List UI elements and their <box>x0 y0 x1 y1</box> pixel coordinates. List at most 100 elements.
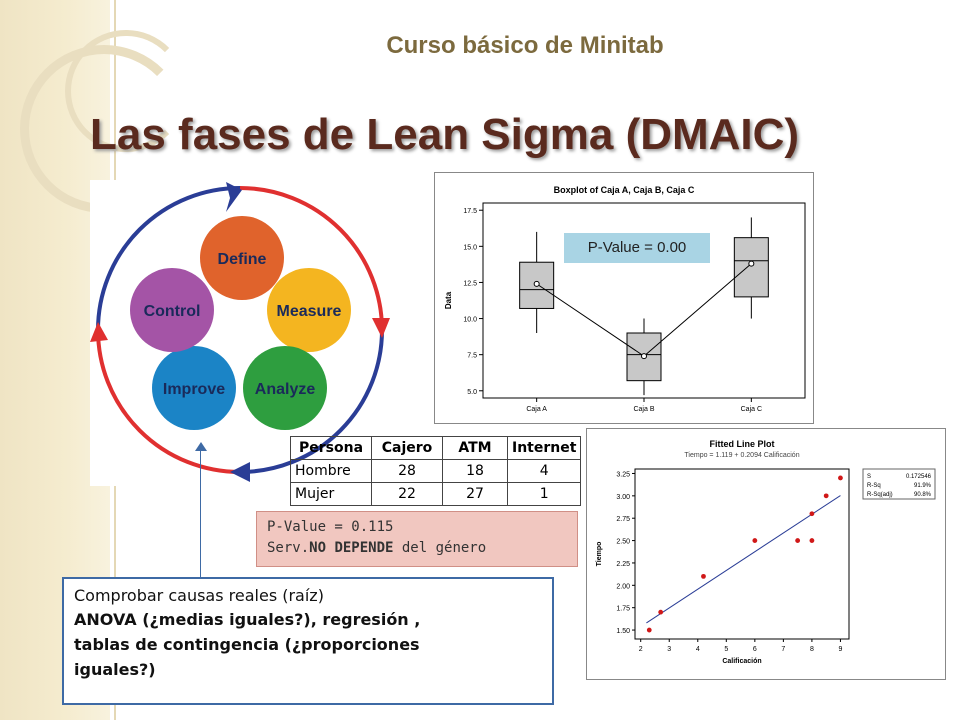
y-tick-label: 2.75 <box>616 516 630 523</box>
plot-area <box>634 468 850 640</box>
x-tick-label: 8 <box>810 646 814 653</box>
stat-value: 91.9% <box>914 483 932 489</box>
arrow-head-right <box>372 318 390 338</box>
note-line-1: Comprobar causas reales (raíz) <box>74 586 324 605</box>
y-tick-label: 3.25 <box>616 471 630 478</box>
fitted-plot-title: Fitted Line Plot <box>710 439 775 449</box>
connector-line <box>200 448 201 578</box>
arrow-head-left <box>90 322 108 342</box>
table-row: Mujer 22 27 1 <box>290 482 582 506</box>
table-cell: Mujer <box>290 482 372 506</box>
x-tick-label: 6 <box>753 646 757 653</box>
anova-pvalue-label: P-Value = 0.00 <box>564 233 710 263</box>
table-cell: 4 <box>506 459 582 483</box>
boxplot-chart: Boxplot of Caja A, Caja B, Caja C Data 5.0… <box>434 172 814 424</box>
cycle-arc-blue-bottom <box>239 329 384 474</box>
x-axis-label: Calificación <box>722 658 761 665</box>
table-cell: 27 <box>442 482 508 506</box>
phase-circle-measure <box>267 268 351 352</box>
data-point <box>809 511 815 517</box>
table-header-cell: Persona <box>290 436 372 460</box>
decor-arc <box>65 30 187 152</box>
x-tick-label: 3 <box>667 646 671 653</box>
stat-value: 0.172546 <box>906 474 932 480</box>
connector-arrow <box>195 442 207 451</box>
table-cell: 22 <box>371 482 443 506</box>
mean-marker <box>641 353 647 360</box>
contingency-table: Persona Cajero ATM Internet Hombre 28 18… <box>290 436 582 506</box>
x-tick-label: Caja C <box>741 406 762 413</box>
table-header-row: Persona Cajero ATM Internet <box>290 436 582 460</box>
y-tick-label: 1.50 <box>616 628 630 635</box>
phase-circle-improve <box>152 346 236 430</box>
x-tick-label: Caja B <box>633 406 654 413</box>
x-tick-label: 5 <box>724 646 728 653</box>
boxplot-title: Boxplot of Caja A, Caja B, Caja C <box>554 185 695 195</box>
phase-label: Improve <box>163 381 225 398</box>
stat-label: S <box>867 474 871 480</box>
y-tick-label: 3.00 <box>616 494 630 501</box>
data-point <box>701 573 706 579</box>
analysis-note-box: Comprobar causas reales (raíz) ANOVA (¿m… <box>62 577 554 705</box>
table-cell: 1 <box>506 482 582 506</box>
y-tick-label: 10.0 <box>463 317 477 324</box>
conclusion-suffix: del género <box>393 540 487 556</box>
y-tick-label: 17.5 <box>463 208 477 215</box>
table-cell: 28 <box>371 459 443 483</box>
data-point <box>658 609 664 615</box>
arrow-head-bottom <box>230 462 250 482</box>
y-tick-label: 15.0 <box>463 244 477 251</box>
conclusion-emphasis: NO DEPENDE <box>309 540 394 556</box>
data-point <box>809 538 815 543</box>
arrow-head-top <box>226 182 242 212</box>
y-tick-label: 5.0 <box>467 389 477 396</box>
chi-square-conclusion: Serv.NO DEPENDE del género <box>267 538 567 559</box>
phase-label: Define <box>218 251 267 268</box>
y-axis-label: Tiempo <box>596 542 603 567</box>
stat-label: R-Sq <box>867 483 881 489</box>
x-tick-label: 4 <box>696 646 700 653</box>
x-tick-label: 7 <box>781 646 785 653</box>
box-caja-c <box>733 237 769 298</box>
conclusion-prefix: Serv. <box>267 540 310 556</box>
stats-frame <box>862 468 936 500</box>
mean-marker <box>748 260 755 267</box>
y-tick-label: 2.25 <box>616 561 630 568</box>
y-tick-label: 2.50 <box>616 539 630 546</box>
y-axis-label: Data <box>444 291 453 309</box>
data-point <box>646 627 652 633</box>
fitted-plot-equation: Tiempo = 1.119 + 0.2094 Calificación <box>684 452 799 459</box>
table-cell: 18 <box>442 459 508 483</box>
table-row: Hombre 28 18 4 <box>290 459 582 483</box>
phase-circle-control <box>130 268 214 352</box>
note-line-4: iguales?) <box>74 660 156 679</box>
data-point <box>838 475 843 481</box>
phase-label: Measure <box>277 303 342 320</box>
cycle-arc-red-left <box>96 329 241 474</box>
data-point <box>752 538 758 543</box>
x-tick-label: 9 <box>838 646 842 653</box>
table-header-cell: ATM <box>442 436 508 460</box>
table-cell: Hombre <box>290 459 372 483</box>
y-tick-label: 1.75 <box>616 606 630 613</box>
data-point <box>823 493 829 499</box>
note-line-3: tablas de contingencia (¿proporciones <box>74 635 420 654</box>
course-title: Curso básico de Minitab <box>386 32 664 59</box>
table-header-cell: Cajero <box>371 436 443 460</box>
cycle-arc-blue-top <box>96 186 241 331</box>
chi-square-pvalue: P-Value = 0.115 <box>267 519 394 535</box>
phase-label: Analyze <box>255 381 316 398</box>
note-line-2: ANOVA (¿medias iguales?), regresión , <box>74 610 421 629</box>
x-tick-label: Caja A <box>526 406 547 413</box>
phase-circle-define <box>200 216 284 300</box>
slide-title: Las fases de Lean Sigma (DMAIC) <box>90 110 800 159</box>
phase-label: Control <box>144 303 201 320</box>
regression-line <box>646 495 841 624</box>
cycle-arc-red-right <box>239 186 384 331</box>
phase-circle-analyze <box>243 346 327 430</box>
stat-label: R-Sq(adj) <box>867 492 893 498</box>
